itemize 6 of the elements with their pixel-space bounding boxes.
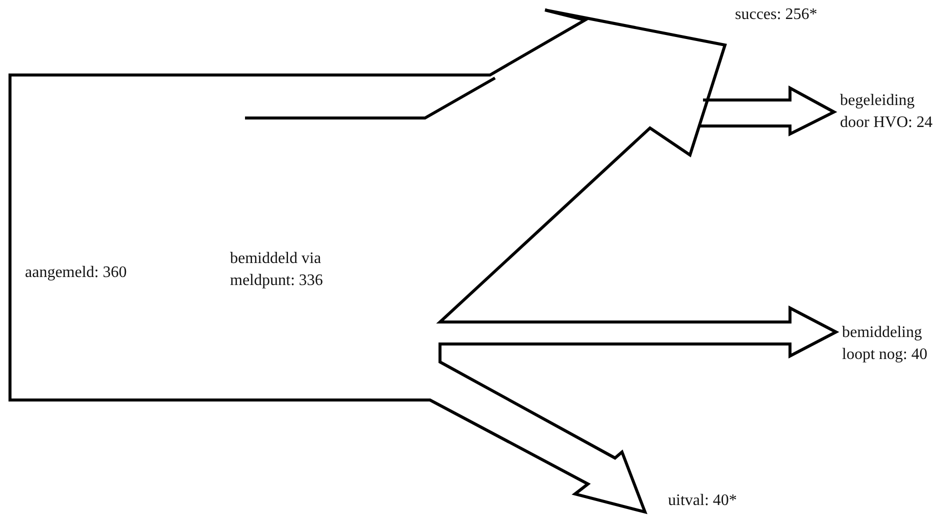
flow-label: aangemeld: 360 — [25, 263, 128, 283]
flow-label: bemiddeling loopt nog: 40 — [842, 323, 928, 365]
flow-label: succes: 256* — [735, 5, 818, 25]
flow-label: begeleiding door HVO: 24 — [840, 91, 934, 133]
flow-label: uitval: 40* — [668, 491, 738, 511]
flow-label: bemiddeld via meldpunt: 336 — [230, 249, 324, 291]
